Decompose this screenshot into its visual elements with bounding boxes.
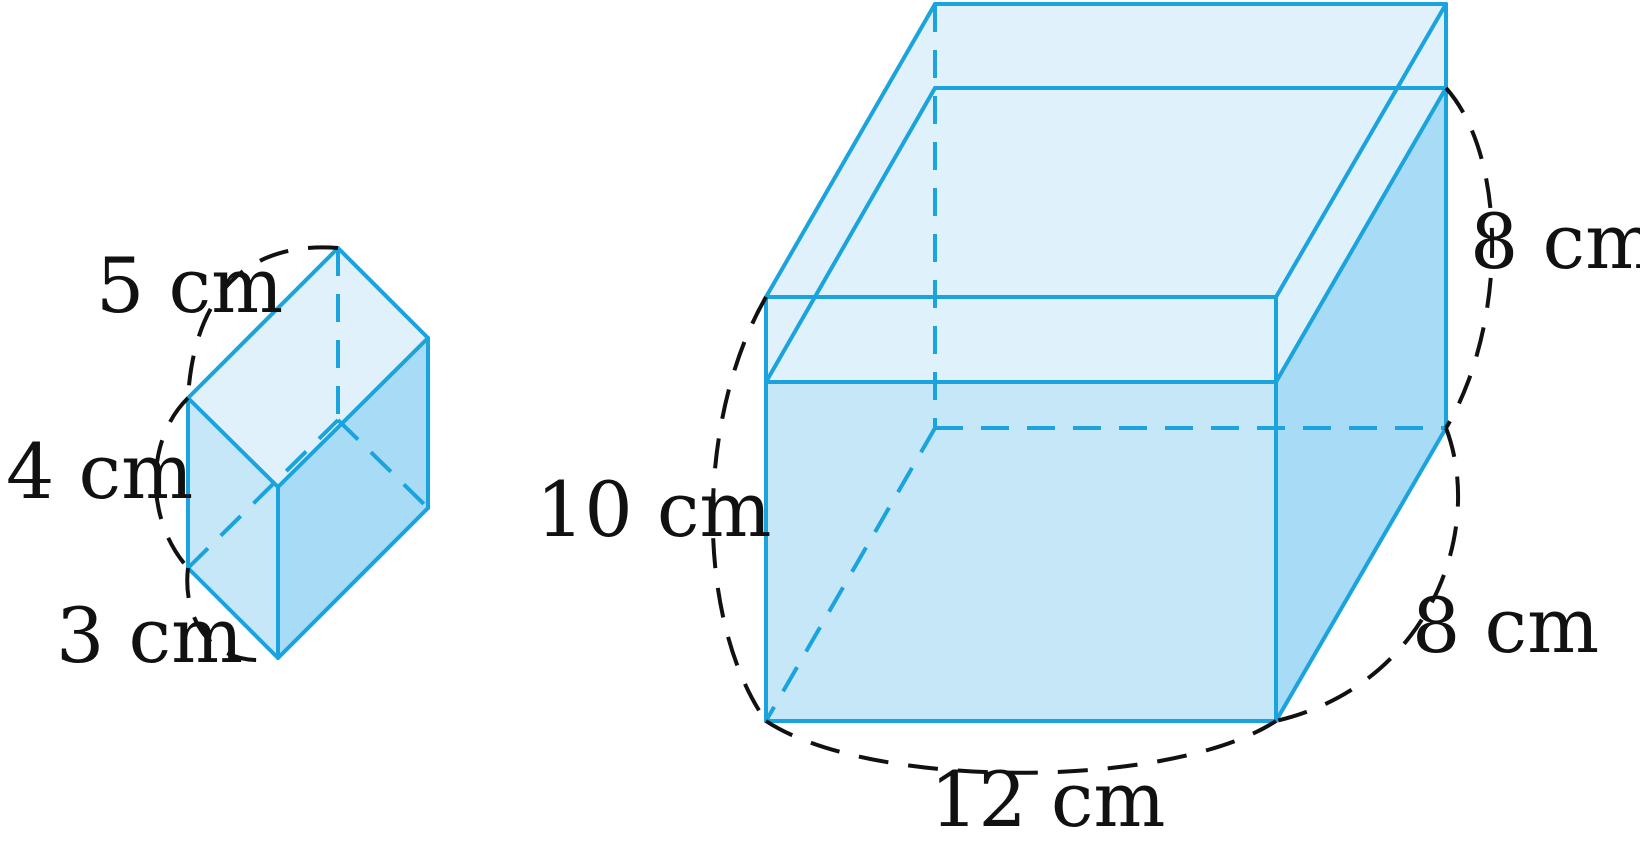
small-prism-width-label: 3 cm: [56, 591, 243, 680]
tank-water-height-dimension-arc: [1444, 86, 1495, 430]
tank-hidden-side-bottom-edge: [764, 427, 937, 722]
small-prism-length-dimension-arc: [186, 245, 339, 399]
small-prism-width-dimension-arc: [185, 567, 263, 663]
tank-length-dimension-arc: [764, 719, 1278, 775]
tank-water-height-label: 8 cm: [1470, 197, 1640, 286]
tank-water-left-edge: [764, 86, 937, 384]
small-prism-bottom-left-edge: [186, 566, 280, 660]
tank-depth-label: 8 cm: [1412, 581, 1599, 670]
small-prism-front-face: [188, 398, 278, 658]
large-tank: 8 cm 10 cm 8 cm 12 cm: [536, 2, 1640, 844]
tank-top-left-edge: [764, 2, 937, 299]
small-prism-length-label: 5 cm: [96, 241, 283, 330]
small-prism-top-face: [188, 248, 428, 487]
tank-depth-dimension-arc: [1275, 427, 1461, 723]
small-prism: 5 cm 4 cm 3 cm: [6, 241, 430, 680]
tank-side-water-face: [1276, 88, 1446, 721]
tank-height-dimension-arc: [710, 296, 768, 723]
tank-front-water-face: [766, 382, 1276, 721]
small-prism-bottom-right-edge: [276, 506, 430, 660]
tank-length-label: 12 cm: [930, 755, 1166, 844]
small-prism-hidden-right-edge: [336, 418, 430, 510]
tank-bottom-right-edge: [1274, 426, 1448, 723]
small-prism-hidden-back-edge: [186, 418, 340, 570]
tank-top-right-edge: [1274, 2, 1448, 299]
small-prism-height-dimension-arc: [153, 396, 190, 570]
small-prism-height-label: 4 cm: [6, 427, 193, 516]
tank-height-label: 10 cm: [536, 465, 772, 554]
small-prism-side-face: [278, 338, 428, 658]
tank-water-right-edge: [1274, 86, 1448, 384]
